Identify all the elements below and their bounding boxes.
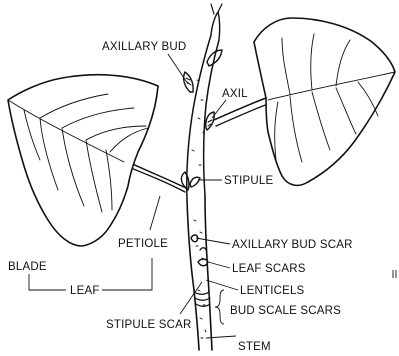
label-axil: AXIL: [222, 88, 248, 100]
label-axillary-bud: AXILLARY BUD: [102, 41, 186, 53]
label-axillary-bud-scar: AXILLARY BUD SCAR: [232, 239, 353, 251]
label-petiole: PETIOLE: [118, 238, 168, 250]
label-leaf: LEAF: [70, 285, 100, 297]
label-leaf-scars: LEAF SCARS: [232, 263, 306, 275]
stem-drawing: [187, 4, 222, 350]
label-stipule: STIPULE: [224, 175, 273, 187]
left-leaf-drawing: [8, 75, 186, 246]
right-leaf-drawing: [214, 18, 395, 185]
label-stipule-scar: STIPULE SCAR: [106, 319, 191, 331]
label-stem: STEM: [238, 341, 271, 353]
label-lenticels: LENTICELS: [240, 285, 305, 297]
label-bud-scale-scars: BUD SCALE SCARS: [230, 305, 341, 317]
edge-mark: [393, 270, 396, 278]
label-blade: BLADE: [8, 261, 47, 273]
